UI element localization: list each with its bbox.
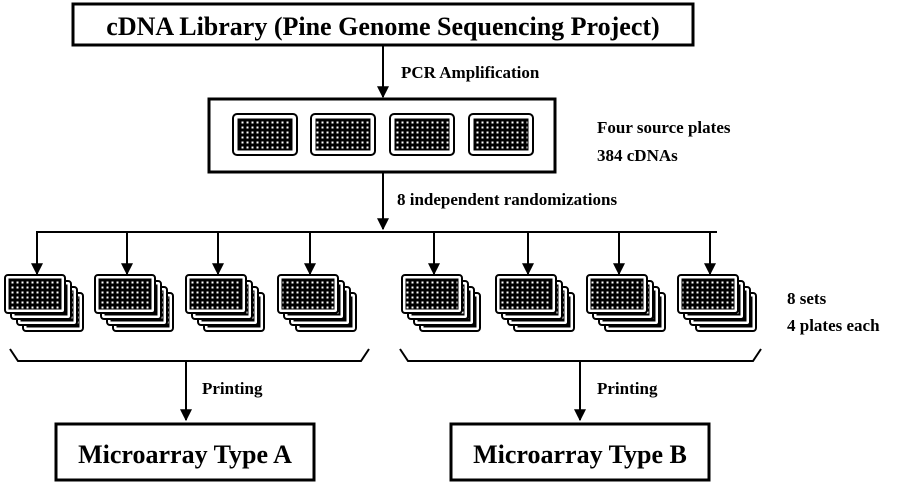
bracket-right (399, 348, 762, 362)
plate-stack-icon (277, 274, 357, 332)
distribution-arrows (31, 232, 716, 276)
bracket-left (9, 348, 370, 362)
microarray-b-box: Microarray Type B (449, 422, 711, 482)
plate-stack-icon (185, 274, 265, 332)
source-plate-icon (468, 113, 534, 156)
source-plates-box (207, 97, 557, 174)
microarray-a-box: Microarray Type A (54, 422, 316, 482)
source-plate-group (232, 113, 534, 156)
printing-label-right: Printing (597, 379, 658, 398)
source-plate-icon (232, 113, 298, 156)
plate-stack-icon (401, 274, 481, 332)
plate-stack-group (4, 274, 757, 332)
plate-stack-icon (94, 274, 174, 332)
sets-caption: 8 sets 4 plates each (787, 289, 880, 335)
library-label: cDNA Library (Pine Genome Sequencing Pro… (106, 12, 659, 41)
plate-stack-icon (495, 274, 575, 332)
pcr-label: PCR Amplification (401, 63, 540, 82)
randomization-label: 8 independent randomizations (397, 190, 617, 209)
microarray-b-label: Microarray Type B (473, 440, 687, 469)
source-plate-icon (389, 113, 455, 156)
microarray-a-label: Microarray Type A (78, 440, 292, 469)
plate-stack-icon (586, 274, 666, 332)
plate-stack-icon (4, 274, 84, 332)
library-box: cDNA Library (Pine Genome Sequencing Pro… (71, 2, 695, 47)
printing-label-left: Printing (202, 379, 263, 398)
source-plates-caption: Four source plates 384 cDNAs (597, 118, 735, 165)
source-plate-icon (310, 113, 376, 156)
plate-stack-icon (677, 274, 757, 332)
